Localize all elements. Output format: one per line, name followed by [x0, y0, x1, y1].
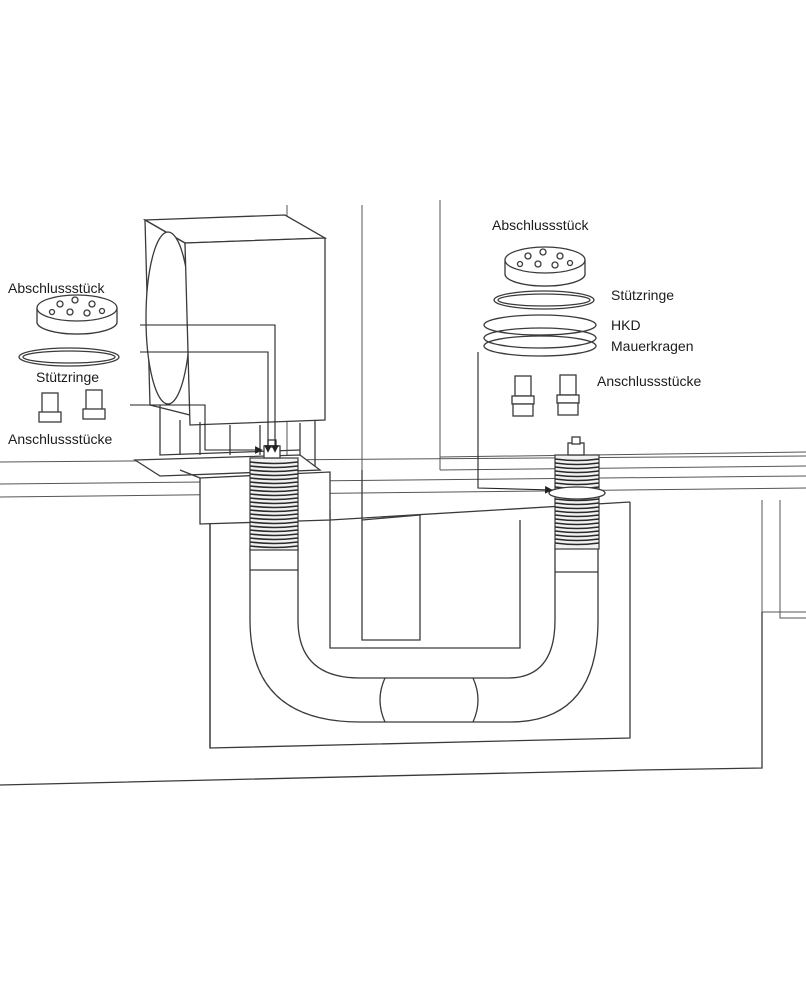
- right-end-cap-label: Abschlussstück: [492, 217, 589, 233]
- left-connectors: [38, 389, 106, 423]
- left-end-cap-label: Abschlussstück: [8, 280, 105, 296]
- right-hkd-label: HKD: [611, 317, 641, 333]
- heat-pump-unit: [132, 214, 328, 477]
- left-riser: [249, 439, 299, 551]
- right-hkd-wall-collar: [483, 314, 597, 357]
- right-riser: [548, 436, 606, 550]
- buried-pipe: [249, 544, 599, 723]
- right-support-rings-label: Stützringe: [611, 287, 674, 303]
- right-end-cap: [504, 246, 586, 287]
- building-outline: [0, 200, 806, 619]
- left-support-rings-label: Stützringe: [36, 369, 99, 385]
- foundation-wall: [329, 470, 521, 649]
- left-end-cap: [36, 294, 118, 335]
- leader-lines: [130, 324, 553, 494]
- right-wall-collar-label: Mauerkragen: [611, 338, 694, 354]
- right-support-rings: [493, 290, 595, 310]
- left-support-rings: [18, 347, 120, 367]
- left-connectors-label: Anschlussstücke: [8, 431, 112, 447]
- trench: [0, 501, 763, 786]
- right-connectors-label: Anschlussstücke: [597, 373, 701, 389]
- right-connectors: [511, 374, 580, 417]
